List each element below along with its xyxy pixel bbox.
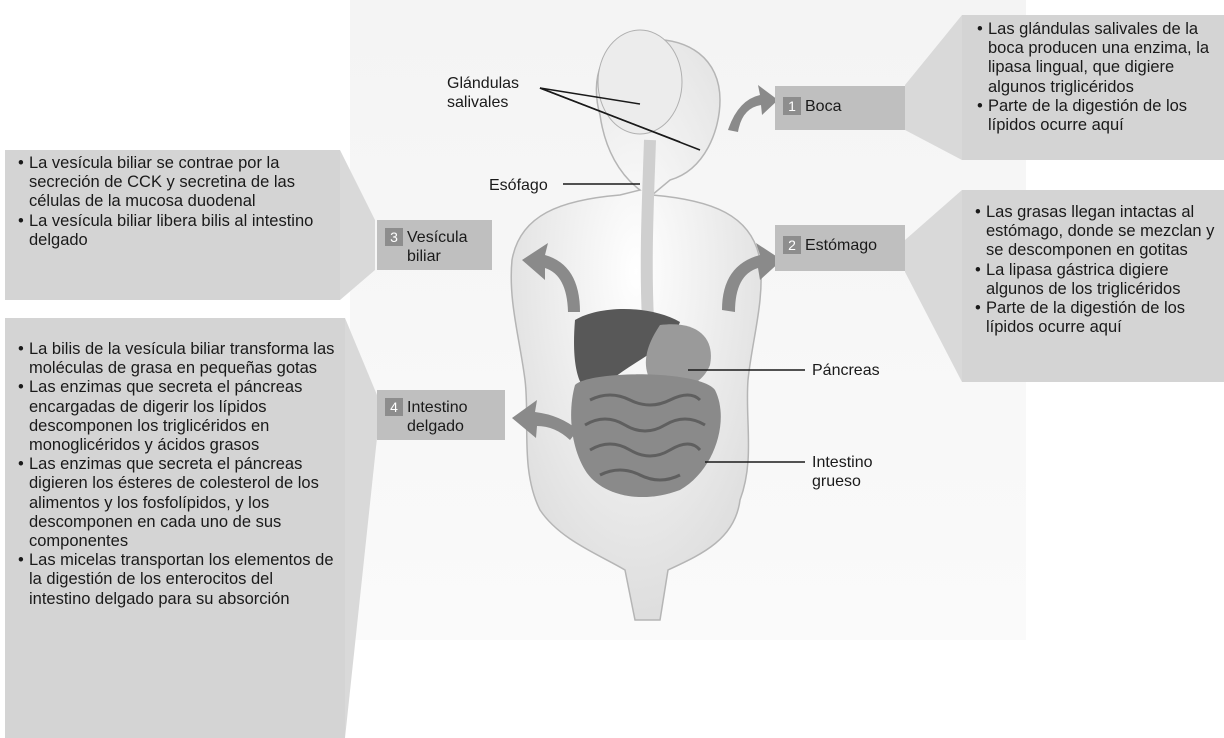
panel-item: La bilis de la vesícula biliar transform… bbox=[15, 340, 335, 378]
pancreas-label: Páncreas bbox=[812, 361, 880, 380]
panel-boca: Las glándulas salivales de la boca produ… bbox=[962, 15, 1224, 160]
step-number: 3 bbox=[385, 228, 403, 246]
glandulas-label: Glándulas salivales bbox=[447, 74, 519, 112]
panel-intestino: La bilis de la vesícula biliar transform… bbox=[5, 318, 345, 738]
panel-item: Las glándulas salivales de la boca produ… bbox=[974, 20, 1218, 97]
intestino-grueso-label: Intestino grueso bbox=[812, 453, 872, 491]
panel-item: La vesícula biliar se contrae por la sec… bbox=[15, 154, 332, 212]
panel-item: Las grasas llegan intactas al estómago, … bbox=[972, 203, 1220, 261]
panel-item: Parte de la digestión de los lípidos ocu… bbox=[974, 97, 1218, 135]
panel-vesicula: La vesícula biliar se contrae por la sec… bbox=[5, 150, 340, 300]
panel-item: La lipasa gástrica digiere algunos de lo… bbox=[972, 261, 1220, 299]
step-number: 4 bbox=[385, 398, 403, 416]
panel-item: La vesícula biliar libera bilis al intes… bbox=[15, 212, 332, 250]
panel-item: Las enzimas que secreta el páncreas digi… bbox=[15, 455, 335, 551]
panel-estomago: Las grasas llegan intactas al estómago, … bbox=[962, 190, 1224, 382]
step-title: Boca bbox=[805, 98, 841, 115]
panel-item: Las micelas transportan los elementos de… bbox=[15, 551, 335, 609]
panel-item: Las enzimas que secreta el páncreas enca… bbox=[15, 378, 335, 455]
step-title: Estómago bbox=[805, 237, 877, 254]
step-number: 1 bbox=[783, 97, 801, 115]
step-number: 2 bbox=[783, 236, 801, 254]
esophagus bbox=[647, 140, 650, 320]
esofago-label: Esófago bbox=[489, 176, 548, 195]
panel-item: Parte de la digestión de los lípidos ocu… bbox=[972, 299, 1220, 337]
